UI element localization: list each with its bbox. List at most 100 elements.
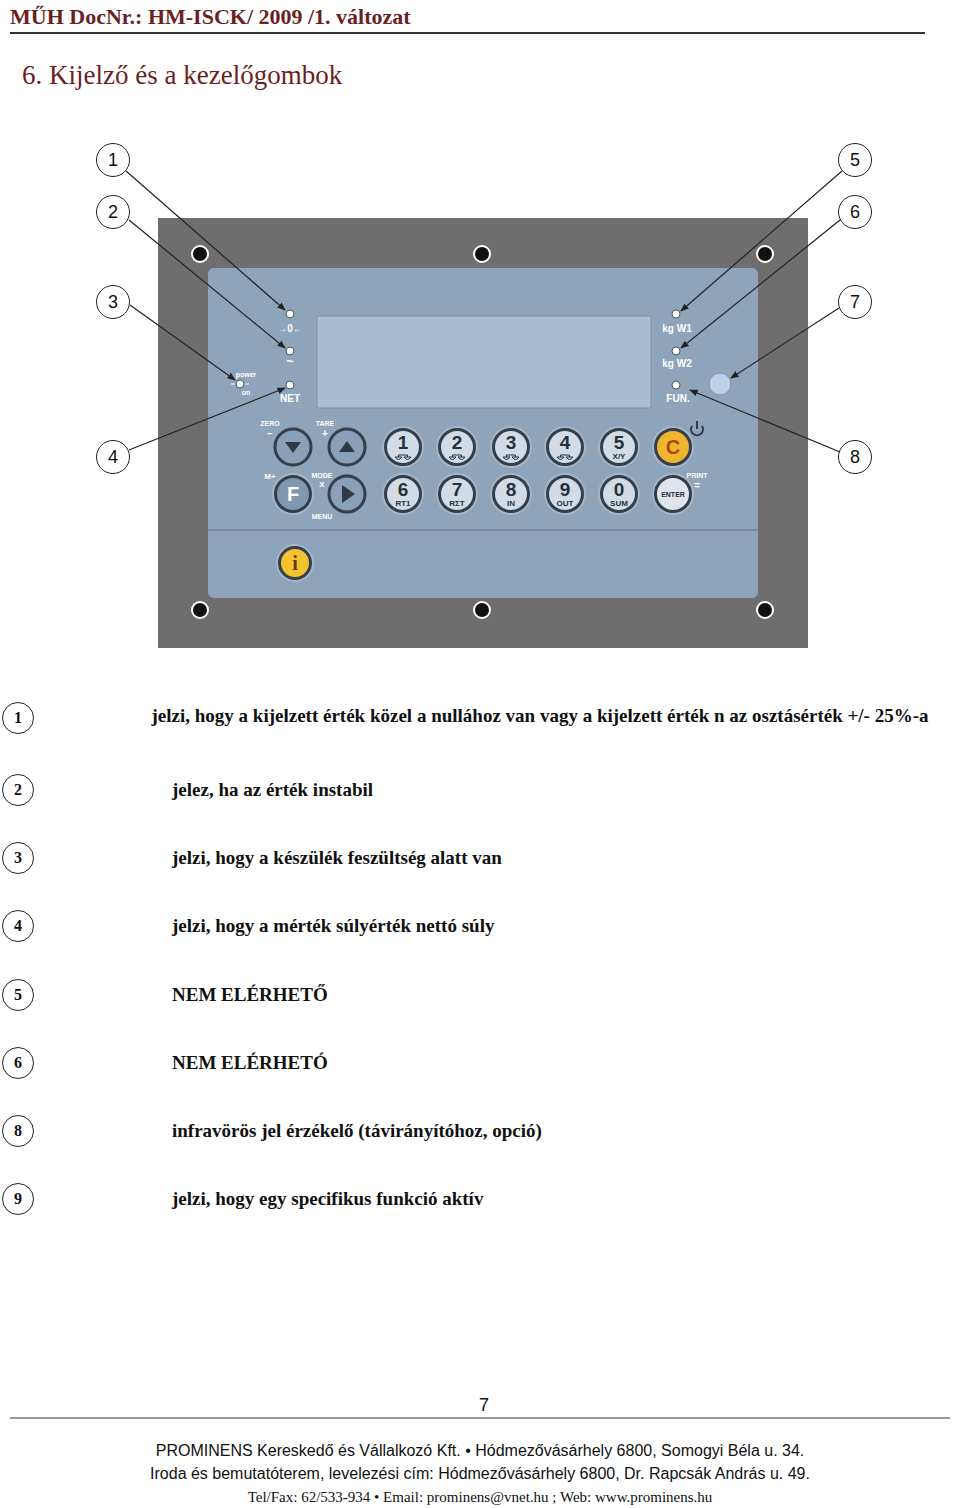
key-caption: PRINT <box>687 472 708 479</box>
key-label: 4 <box>108 448 118 466</box>
key-label: RT1 <box>395 500 410 508</box>
key-label: IN <box>507 500 515 508</box>
callout-number: 7 <box>838 285 872 319</box>
key-label: RΣT <box>449 500 464 508</box>
key-label: 5 <box>14 987 22 1003</box>
key-label: 5 <box>614 433 625 452</box>
key-label: SUM <box>610 500 628 508</box>
numeric-key: 5X/Y <box>600 428 638 466</box>
panel-label: NET <box>280 393 300 404</box>
display-window <box>317 316 651 408</box>
legend-text: NEM ELÉRHETŐ <box>172 984 328 1006</box>
key-label: OUT <box>557 500 574 508</box>
power-symbol <box>691 421 703 435</box>
key-caption: MENU <box>312 513 333 520</box>
callout-number: 6 <box>838 195 872 229</box>
info-key: i <box>278 546 312 580</box>
legend-number: 4 <box>2 910 34 942</box>
legend-text: jelzi, hogy a készülék feszültség alatt … <box>172 847 502 869</box>
legend-text: jelzi, hogy a kijelzett érték közel a nu… <box>150 705 930 727</box>
section-title: 6. Kijelző és a kezelőgombok <box>22 60 342 91</box>
footer-text: Tel/Fax: 62/533-934 • Email: prominens@v… <box>248 1489 713 1506</box>
numeric-key: 4 <box>546 428 584 466</box>
legend-text: infravörös jel érzékelő (távirányítóhoz,… <box>172 1120 542 1142</box>
numeric-key: 7RΣT <box>438 475 476 513</box>
key-label: 5 <box>850 151 860 169</box>
key-label: 8 <box>506 480 517 499</box>
key-label: 3 <box>506 433 517 452</box>
device-housing <box>158 218 808 648</box>
leader-lines <box>126 171 842 452</box>
callout-number: 5 <box>838 143 872 177</box>
panel-label: kg W2 <box>662 358 691 369</box>
ir-sensor <box>709 373 731 395</box>
key-label: 3 <box>108 293 118 311</box>
key-caption: ZERO <box>260 420 279 427</box>
footer-text: Iroda és bemutatóterem, levelezési cím: … <box>150 1465 810 1483</box>
key-label: 2 <box>452 433 463 452</box>
numeric-key: 1 <box>384 428 422 466</box>
key-label: 1 <box>108 151 118 169</box>
numeric-key: 6RT1 <box>384 475 422 513</box>
legend-number: 3 <box>2 842 34 874</box>
footer-text: PROMINENS Kereskedő és Vállalkozó Kft. •… <box>156 1442 805 1460</box>
legend-text: jelzi, hogy a mérték súlyérték nettó súl… <box>172 915 494 937</box>
key-label: 2 <box>14 782 22 798</box>
key-caption: MODE <box>312 472 333 479</box>
callout-number: 3 <box>96 285 130 319</box>
enter-key: ENTER <box>654 475 692 513</box>
key-label: X/Y <box>613 453 626 461</box>
key-label: 1 <box>14 710 22 726</box>
function-key: F <box>274 475 312 513</box>
power-led-mark <box>231 384 249 385</box>
key-label: C <box>666 437 680 457</box>
key-label: 9 <box>14 1191 22 1207</box>
key-label: ENTER <box>661 491 685 498</box>
key-label: 3 <box>14 850 22 866</box>
screws <box>192 246 773 618</box>
key-label: 4 <box>560 433 571 452</box>
callout-number: 1 <box>96 143 130 177</box>
callout-number: 2 <box>96 195 130 229</box>
key-label: 8 <box>850 448 860 466</box>
legend-text: NEM ELÉRHETÓ <box>172 1052 328 1074</box>
key-label: 2 <box>108 203 118 221</box>
page-number: 7 <box>479 1395 489 1416</box>
panel-label: power <box>236 371 257 378</box>
key-label: 8 <box>14 1123 22 1139</box>
callout-number: 8 <box>838 440 872 474</box>
key-caption: − <box>267 428 273 439</box>
key-label: 4 <box>14 918 22 934</box>
key-caption: TARE <box>316 420 335 427</box>
legend-number: 8 <box>2 1115 34 1147</box>
numeric-key: 2 <box>438 428 476 466</box>
key-caption: + <box>322 428 328 439</box>
numeric-key: 8IN <box>492 475 530 513</box>
panel-label: →0← <box>277 323 303 334</box>
key-label: 7 <box>452 480 463 499</box>
key-caption: M+ <box>264 472 275 481</box>
legend-number: 2 <box>2 774 34 806</box>
panel-divider <box>208 529 758 531</box>
led-indicators <box>236 310 680 389</box>
header-rule <box>10 32 925 34</box>
front-panel <box>208 268 758 598</box>
key-label: i <box>292 553 298 573</box>
panel-label: ~ <box>286 354 294 369</box>
legend-number: 9 <box>2 1183 34 1215</box>
key-label: 6 <box>398 480 409 499</box>
legend-number: 5 <box>2 979 34 1011</box>
key-label: 7 <box>850 293 860 311</box>
panel-label: on <box>242 389 251 396</box>
key-label: 0 <box>614 480 625 499</box>
legend-text: jelez, ha az érték instabil <box>172 779 373 801</box>
legend-number: 1 <box>2 702 34 734</box>
arrow-keys <box>275 429 365 512</box>
footer-rule <box>10 1418 950 1419</box>
key-label: 6 <box>850 203 860 221</box>
panel-label: FUN. <box>666 393 689 404</box>
key-label: 9 <box>560 480 571 499</box>
key-label: F <box>287 484 299 504</box>
numeric-key: 3 <box>492 428 530 466</box>
clear-key: C <box>654 428 692 466</box>
